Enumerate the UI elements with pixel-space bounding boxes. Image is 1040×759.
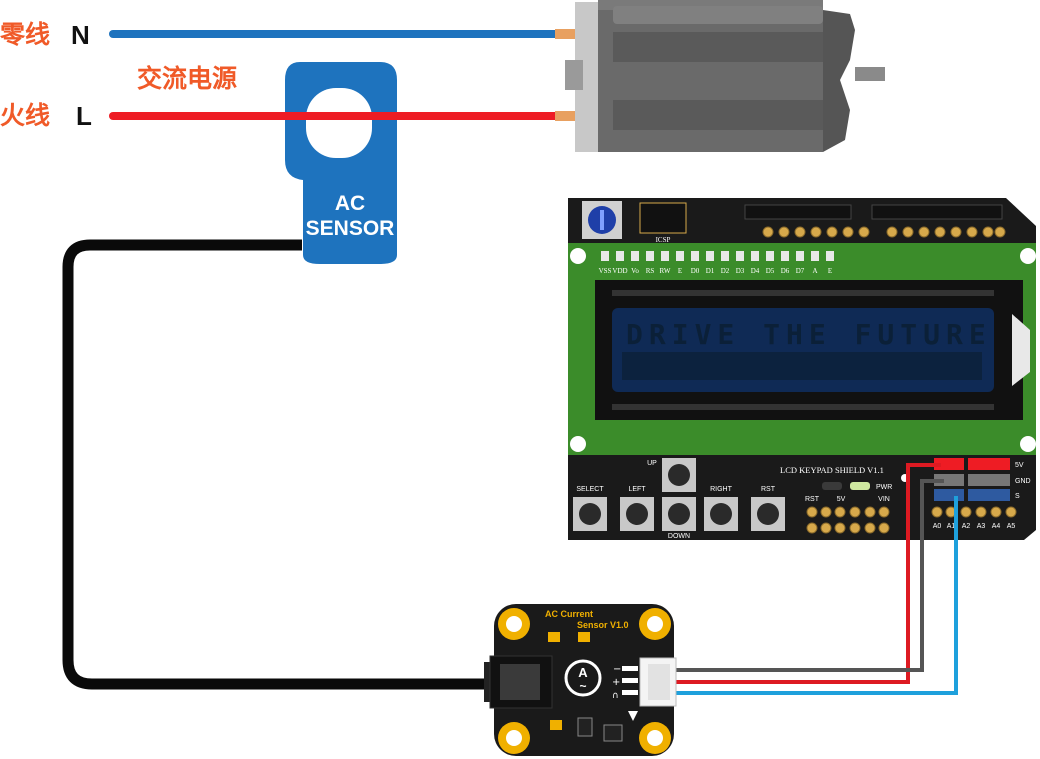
wire-signal	[676, 496, 958, 695]
rail-signal-label: S	[1015, 493, 1020, 500]
rail-gnd	[934, 474, 1010, 486]
analog-pin-labels: A0 A1 A2 A3 A4 A5	[933, 523, 1016, 530]
icsp-label: ICSP	[656, 236, 671, 244]
svg-text:A5: A5	[1007, 523, 1016, 530]
svg-text:D2: D2	[721, 267, 730, 275]
module-pins	[622, 666, 638, 695]
pwr-label: PWR	[876, 484, 892, 491]
live-label-en: L	[76, 101, 92, 131]
left-label: LEFT	[628, 486, 646, 493]
live-label-zh: 火线	[0, 101, 50, 130]
ac-wave-icon: ~	[579, 679, 586, 693]
svg-text:D4: D4	[751, 267, 760, 275]
svg-text:D6: D6	[781, 267, 790, 275]
svg-text:D7: D7	[796, 267, 805, 275]
neutral-terminal	[555, 29, 575, 39]
rst-pin-label: RST	[805, 496, 820, 503]
button-up[interactable]	[662, 458, 696, 492]
button-right[interactable]	[704, 497, 738, 531]
svg-text:D3: D3	[736, 267, 745, 275]
neutral-label-en: N	[71, 20, 90, 50]
module-title-line2: Sensor V1.0	[577, 620, 629, 630]
top-pin-row	[762, 226, 1006, 238]
logo-icon	[628, 711, 638, 721]
vin-pin-label: VIN	[878, 496, 890, 503]
ammeter-icon: A	[578, 665, 588, 680]
up-label: UP	[647, 460, 657, 467]
pin-mark-signal: ∩	[612, 691, 619, 701]
analog-pin-row	[931, 506, 1017, 518]
svg-text:A2: A2	[962, 523, 971, 530]
pin-mark-minus: −	[613, 664, 621, 675]
wire-5v	[676, 463, 941, 684]
svg-text:A4: A4	[992, 523, 1001, 530]
module-title-line1: AC Current	[545, 609, 593, 619]
live-terminal	[555, 111, 575, 121]
svg-text:Vo: Vo	[631, 267, 639, 275]
sensor-cable	[62, 239, 492, 690]
svg-text:A: A	[812, 267, 817, 275]
svg-text:RS: RS	[646, 267, 655, 275]
motor	[565, 0, 885, 152]
shield-title: LCD KEYPAD SHIELD V1.1	[780, 465, 884, 475]
rail-signal	[934, 489, 1010, 501]
rail-gnd-label: GND	[1015, 478, 1031, 485]
rail-5v	[934, 458, 1010, 470]
sensor-label-line2: SENSOR	[306, 217, 395, 240]
svg-text:VDD: VDD	[612, 267, 627, 275]
power-pin-row	[806, 506, 890, 534]
svg-text:E: E	[678, 267, 682, 275]
svg-text:D0: D0	[691, 267, 700, 275]
button-left[interactable]	[620, 497, 654, 531]
sensor-label-line1: AC	[335, 192, 365, 215]
svg-text:A1: A1	[947, 523, 956, 530]
lcd-pin-row	[601, 251, 834, 261]
lcd-text: DRIVE THE FUTURE	[626, 318, 992, 351]
lcd-keypad-shield: ICSP VSS VDD Vo RS RW E	[568, 198, 1036, 540]
5v-pin-label: 5V	[837, 496, 846, 503]
clamp-sensor: AC SENSOR	[285, 62, 397, 264]
svg-text:A3: A3	[977, 523, 986, 530]
svg-text:A0: A0	[933, 523, 942, 530]
button-select[interactable]	[573, 497, 607, 531]
select-label: SELECT	[576, 486, 604, 493]
source-label: 交流电源	[137, 64, 237, 93]
wire-gnd	[676, 479, 944, 672]
pin-mark-plus: +	[612, 677, 620, 688]
down-label: DOWN	[668, 533, 690, 540]
svg-text:D1: D1	[706, 267, 715, 275]
svg-text:RW: RW	[660, 267, 671, 275]
svg-text:D5: D5	[766, 267, 775, 275]
rail-5v-label: 5V	[1015, 462, 1024, 469]
neutral-label-zh: 零线	[0, 20, 50, 49]
ac-current-module: AC Current Sensor V1.0 A ~ − + ∩	[484, 604, 677, 756]
rst-label: RST	[761, 486, 776, 493]
button-rst[interactable]	[751, 497, 785, 531]
button-down[interactable]	[662, 497, 696, 531]
right-label: RIGHT	[710, 486, 733, 493]
svg-text:VSS: VSS	[599, 267, 612, 275]
lcd-pin-labels: VSS VDD Vo RS RW E D0 D1 D2 D3 D4 D5 D6 …	[599, 267, 833, 275]
svg-text:E: E	[828, 267, 832, 275]
